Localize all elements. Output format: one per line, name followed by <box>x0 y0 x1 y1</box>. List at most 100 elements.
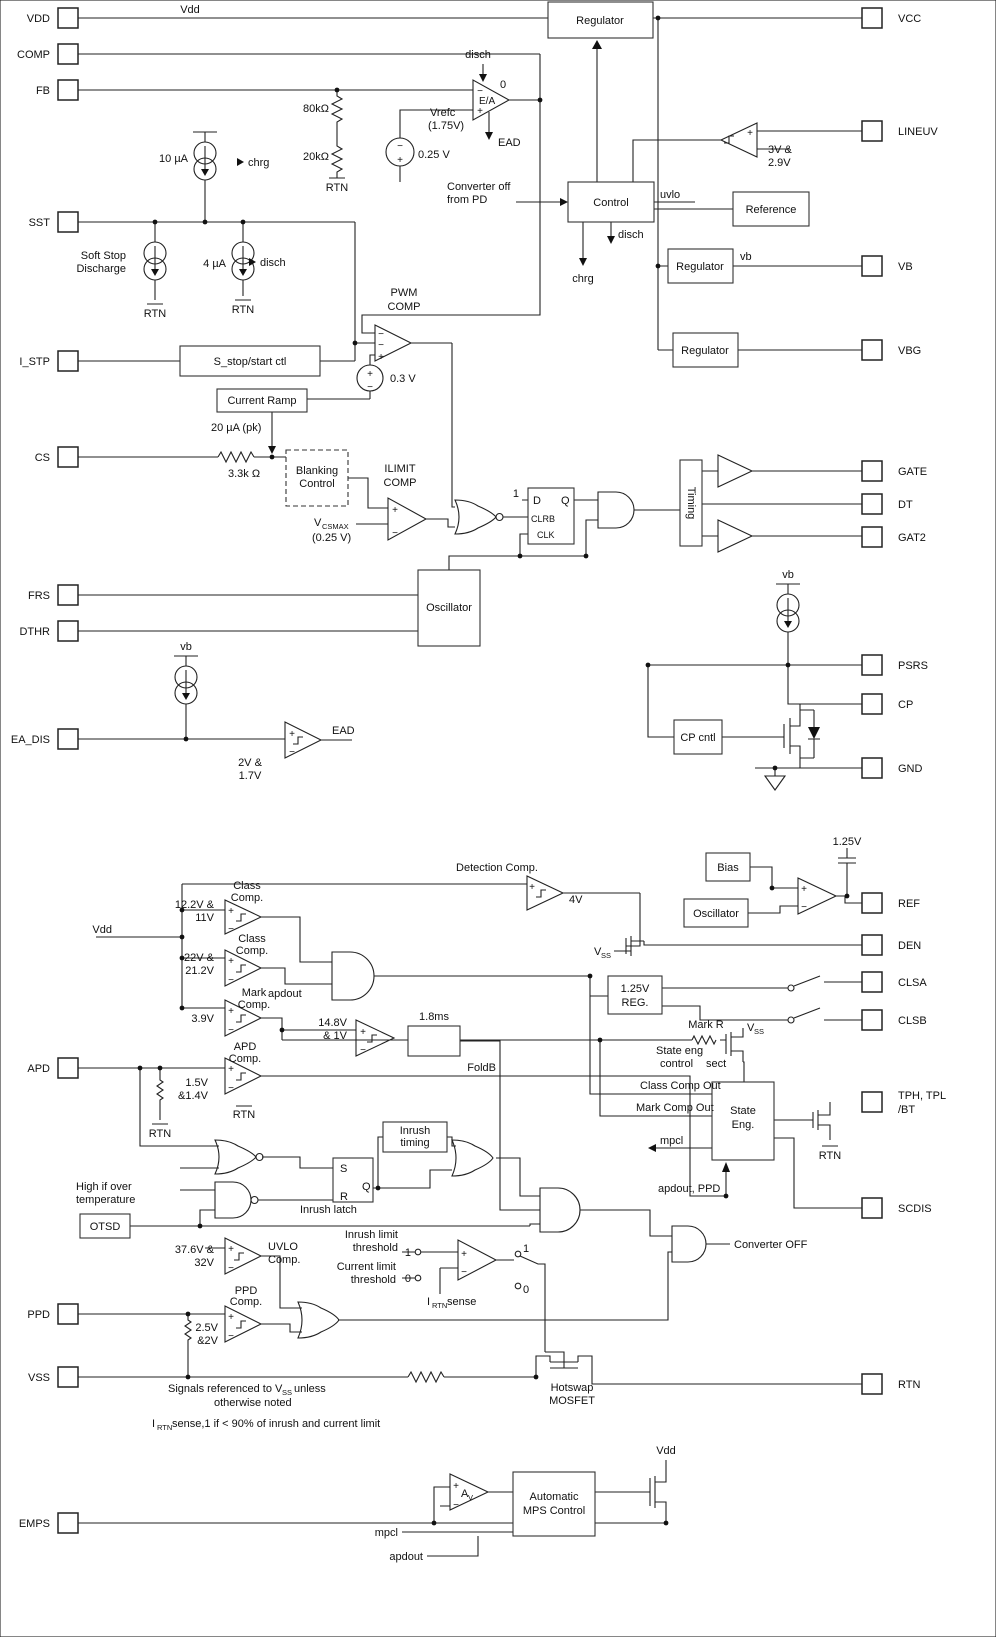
cp-cntl-block <box>673 719 723 755</box>
inrush-limit-label-1: Inrush limit <box>345 1229 398 1241</box>
vrefc-label-1: Vrefc <box>430 107 456 119</box>
foldback-comp-triangle <box>355 1019 396 1057</box>
vdd-wire-label: Vdd <box>180 4 200 16</box>
plus-sign: + <box>228 956 234 967</box>
pin-psrs <box>861 654 883 676</box>
lineuv-th-label-2: 2.9V <box>768 157 791 169</box>
plus-sign: + <box>453 1481 459 1492</box>
current-source-psrs-vb <box>776 593 800 633</box>
pin-lineuv <box>861 120 883 142</box>
vdd-bottom-label: Vdd <box>92 924 112 936</box>
gat2-driver-triangle <box>717 519 754 553</box>
apd-comp-label-2: Comp. <box>229 1053 261 1065</box>
pin-scdis <box>861 1197 883 1219</box>
oscillator-label: Oscillator <box>426 602 472 614</box>
av-sub-label: V <box>468 1493 473 1502</box>
pin-label-psrs: PSRS <box>898 660 928 672</box>
mark-mosfet <box>725 1028 744 1062</box>
apd-comp-label-1: APD <box>234 1041 257 1053</box>
state-eng-label-2: Eng. <box>732 1119 755 1131</box>
minus-sign: − <box>397 141 403 152</box>
pwm-comp-triangle <box>374 324 413 362</box>
gate-and <box>597 491 635 529</box>
v4-label: 4V <box>569 894 583 906</box>
minus-sign: − <box>228 975 234 986</box>
ff-clrb-label: CLRB <box>531 514 555 524</box>
pin-label-sst: SST <box>29 217 51 229</box>
uvlo-comp-label-2: Comp. <box>268 1254 300 1266</box>
hotswap-mosfet-glyph <box>535 1351 862 1385</box>
oscillator2-block <box>683 898 749 928</box>
minus-sign: − <box>392 528 398 539</box>
vss-mark-label: V <box>747 1022 755 1034</box>
vss-den-sub-label: SS <box>601 951 611 960</box>
oscillator2-label: Oscillator <box>693 908 739 920</box>
irtn2-rest-label: sense,1 if < 90% of inrush and current l… <box>172 1418 380 1430</box>
reg125-label-2: REG. <box>622 997 649 1009</box>
pin-emps <box>57 1512 79 1534</box>
r20k-label: 20kΩ <box>303 151 329 163</box>
pin-fb <box>57 79 79 101</box>
apdout-wire-label: apdout <box>268 988 302 1000</box>
ff-q-label: Q <box>561 495 570 507</box>
eadis-th-label-2: 1.7V <box>239 770 262 782</box>
minus-sign: − <box>228 1025 234 1036</box>
mps-mosfet <box>649 1460 667 1523</box>
apd-th-label-2: &1.4V <box>178 1090 209 1102</box>
pin-label-vb: VB <box>898 261 913 273</box>
current-source-eadis-vb <box>174 665 198 705</box>
switch-one-label: 1 <box>523 1243 529 1255</box>
plus-sign: + <box>392 505 398 516</box>
sstop-label: S_stop/start ctl <box>214 356 287 368</box>
chrg-label-1: chrg <box>248 157 269 169</box>
latch-q-label: Q <box>362 1181 371 1193</box>
pin-label-istp: I_STP <box>19 356 50 368</box>
pin-frs <box>57 584 79 606</box>
state-eng-ctl-label-2: control <box>660 1058 693 1070</box>
plus-sign: + <box>397 155 403 166</box>
apd-comp-triangle <box>224 1057 263 1095</box>
vb-regulator-block <box>667 248 734 284</box>
regulator-block <box>547 1 654 39</box>
switch-contacts <box>414 984 795 1290</box>
pin-cs <box>57 446 79 468</box>
pin-label-tph-tpl: TPH, TPL <box>898 1090 946 1102</box>
pin-clsb <box>861 1009 883 1031</box>
mpcl-label-1: mpcl <box>660 1135 683 1147</box>
pin-label-clsb: CLSB <box>898 1015 927 1027</box>
minus-sign: − <box>378 329 384 340</box>
mpcl-label-2: mpcl <box>375 1527 398 1539</box>
apd-th-label-1: 1.5V <box>185 1077 208 1089</box>
blanking-label-1: Blanking <box>296 465 338 477</box>
pin-vdd <box>57 7 79 29</box>
foldb-label: FoldB <box>467 1062 496 1074</box>
uvlo-comp-triangle <box>224 1237 263 1275</box>
ead-out-label: EAD <box>332 725 355 737</box>
eadis-th-label-1: 2V & <box>238 757 263 769</box>
inrush-timing-label-1: Inrush <box>400 1125 431 1137</box>
detection-comp-label: Detection Comp. <box>456 862 538 874</box>
pin-label-bt: /BT <box>898 1104 915 1116</box>
rtn-tph-label: RTN <box>819 1150 841 1162</box>
pin-tph-tpl-bt <box>861 1091 883 1113</box>
control-block <box>567 181 655 223</box>
pin-label-fb: FB <box>36 85 50 97</box>
irtn2-sub-label: RTN <box>157 1423 172 1432</box>
current-ramp-block <box>216 388 308 413</box>
mark-resistor <box>691 1034 717 1046</box>
pin-label-vcc: VCC <box>898 13 921 25</box>
converter-off-pd-label-1: Converter off <box>447 181 511 193</box>
pin-den <box>861 934 883 956</box>
minus-sign: − <box>228 924 234 935</box>
rtn-apd-res-label: RTN <box>149 1128 171 1140</box>
rtn-softstop-label: RTN <box>144 308 166 320</box>
plus-sign: + <box>747 128 753 139</box>
pin-vbg <box>861 339 883 361</box>
pin-clsa <box>861 971 883 993</box>
mark-r-label: Mark R <box>688 1019 724 1031</box>
ilimit-label-2: COMP <box>384 477 417 489</box>
hotswap-label-1: Hotswap <box>551 1382 594 1394</box>
error-amp-triangle <box>472 79 511 121</box>
ground-symbol <box>763 775 787 791</box>
